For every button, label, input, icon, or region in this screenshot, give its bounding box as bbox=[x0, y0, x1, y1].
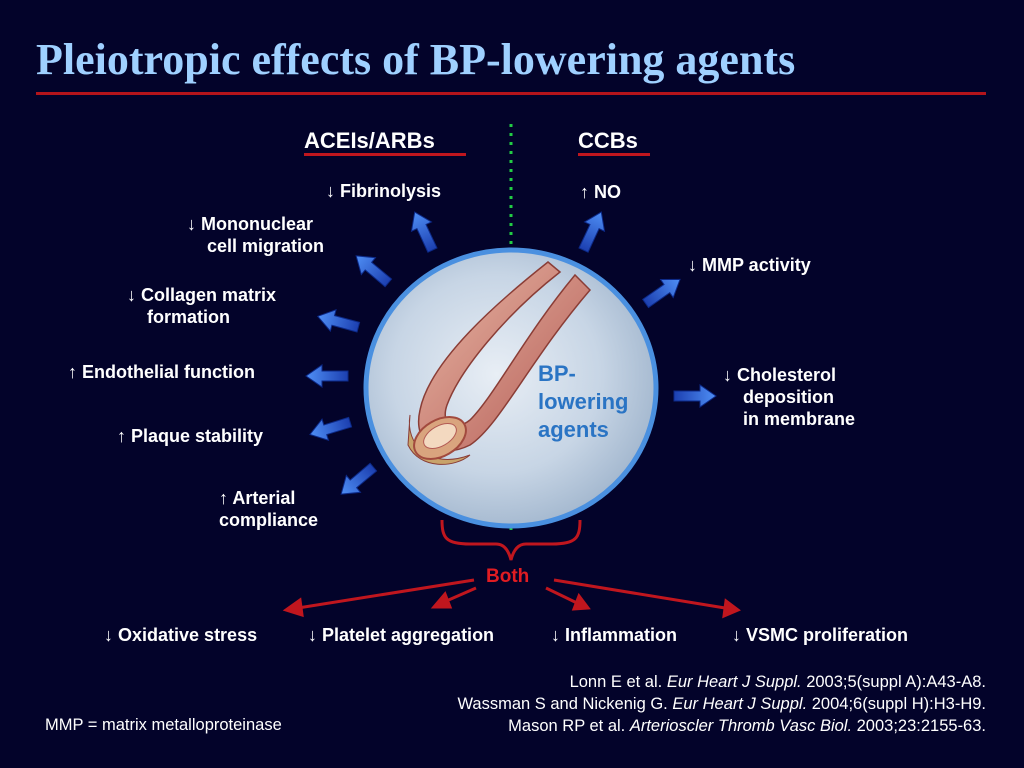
effect-label: formation bbox=[147, 307, 230, 327]
effect-inflammation: ↓ Inflammation bbox=[551, 624, 677, 646]
reference-line: Lonn E et al. Eur Heart J Suppl. 2003;5(… bbox=[457, 671, 986, 693]
both-bracket bbox=[440, 519, 582, 561]
effect-label: Arterial bbox=[232, 488, 296, 508]
effect-label: MMP activity bbox=[702, 255, 811, 275]
references: Lonn E et al. Eur Heart J Suppl. 2003;5(… bbox=[457, 671, 986, 737]
down-arrow-icon: ↓ bbox=[308, 625, 317, 645]
both-label: Both bbox=[486, 566, 530, 587]
reference-authors: Wassman S and Nickenig G. bbox=[457, 695, 673, 713]
effect-label: Inflammation bbox=[565, 625, 678, 645]
effect-label: Oxidative stress bbox=[118, 625, 258, 645]
effect-label: compliance bbox=[219, 510, 319, 530]
effect-mononuclear-migration: ↓ Mononuclear cell migration bbox=[187, 213, 324, 257]
center-label-line: agents bbox=[538, 417, 609, 442]
effect-fibrinolysis: ↓ Fibrinolysis bbox=[326, 180, 441, 202]
vessel-illustration bbox=[363, 247, 659, 529]
effect-endothelial-function: ↑ Endothelial function bbox=[68, 361, 255, 383]
effect-collagen-matrix: ↓ Collagen matrix formation bbox=[127, 284, 276, 328]
down-arrow-icon: ↓ bbox=[732, 625, 741, 645]
arrow-mmp bbox=[638, 269, 687, 313]
effect-mmp-activity: ↓ MMP activity bbox=[688, 254, 811, 276]
effect-label: Endothelial function bbox=[82, 362, 256, 382]
arrow-no bbox=[573, 206, 612, 256]
effect-vsmc-proliferation: ↓ VSMC proliferation bbox=[732, 624, 908, 646]
reference-journal: Eur Heart J Suppl. bbox=[672, 695, 808, 713]
reference-citation: 2004;6(suppl H):H3-H9. bbox=[807, 695, 986, 713]
effect-cholesterol-deposition: ↓ Cholesterol deposition in membrane bbox=[723, 364, 855, 430]
effect-plaque-stability: ↑ Plaque stability bbox=[117, 425, 263, 447]
up-arrow-icon: ↑ bbox=[219, 488, 228, 508]
slide-title: Pleiotropic effects of BP-lowering agent… bbox=[36, 35, 796, 84]
effect-oxidative-stress: ↓ Oxidative stress bbox=[104, 624, 257, 646]
arrow-cholesterol bbox=[673, 384, 717, 408]
down-arrow-icon: ↓ bbox=[688, 255, 697, 275]
arrow-arterial bbox=[333, 458, 381, 504]
effect-label: Collagen matrix bbox=[141, 285, 277, 305]
effect-label: deposition bbox=[743, 387, 834, 407]
reference-authors: Mason RP et al. bbox=[508, 717, 630, 735]
center-label-line: lowering bbox=[538, 389, 629, 414]
effect-label: in membrane bbox=[743, 409, 856, 429]
header-ccb-underline bbox=[578, 153, 650, 156]
effect-label: Mononuclear bbox=[201, 214, 314, 234]
down-arrow-icon: ↓ bbox=[127, 285, 136, 305]
arrow-mononuclear bbox=[348, 246, 396, 292]
down-arrow-icon: ↓ bbox=[723, 365, 732, 385]
reference-authors: Lonn E et al. bbox=[569, 673, 667, 691]
effect-label: NO bbox=[594, 182, 622, 202]
effect-label: cell migration bbox=[207, 236, 325, 256]
arrow-plaque bbox=[306, 411, 354, 446]
effect-label: VSMC proliferation bbox=[746, 625, 909, 645]
title-underline bbox=[36, 92, 986, 95]
down-arrow-icon: ↓ bbox=[551, 625, 560, 645]
down-arrow-icon: ↓ bbox=[326, 181, 335, 201]
down-arrow-icon: ↓ bbox=[187, 214, 196, 234]
effect-label: Fibrinolysis bbox=[340, 181, 442, 201]
effect-label: Plaque stability bbox=[131, 426, 264, 446]
effect-label: Cholesterol bbox=[737, 365, 837, 385]
up-arrow-icon: ↑ bbox=[580, 182, 589, 202]
arrow-collagen bbox=[314, 305, 362, 339]
header-acei-arb: ACEIs/ARBs bbox=[304, 128, 435, 153]
arrow-fibrinolysis bbox=[404, 206, 443, 256]
center-label: BP- lowering agents bbox=[538, 360, 628, 444]
reference-journal: Arterioscler Thromb Vasc Biol. bbox=[629, 717, 853, 735]
center-label-line: BP- bbox=[538, 361, 576, 386]
effect-label: Platelet aggregation bbox=[322, 625, 495, 645]
both-arrows bbox=[282, 578, 741, 619]
up-arrow-icon: ↑ bbox=[68, 362, 77, 382]
footnote-mmp: MMP = matrix metalloproteinase bbox=[45, 716, 282, 734]
header-ccb: CCBs bbox=[578, 128, 638, 153]
effect-arterial-compliance: ↑ Arterial compliance bbox=[219, 487, 318, 531]
up-arrow-icon: ↑ bbox=[117, 426, 126, 446]
header-acei-arb-underline bbox=[304, 153, 466, 156]
effect-no: ↑ NO bbox=[580, 181, 621, 203]
down-arrow-icon: ↓ bbox=[104, 625, 113, 645]
reference-line: Mason RP et al. Arterioscler Thromb Vasc… bbox=[457, 715, 986, 737]
reference-journal: Eur Heart J Suppl. bbox=[666, 673, 802, 691]
arrow-endothelial bbox=[305, 364, 349, 388]
effect-platelet-aggregation: ↓ Platelet aggregation bbox=[308, 624, 494, 646]
reference-citation: 2003;5(suppl A):A43-A8. bbox=[801, 673, 986, 691]
reference-citation: 2003;23:2155-63. bbox=[852, 717, 986, 735]
reference-line: Wassman S and Nickenig G. Eur Heart J Su… bbox=[457, 693, 986, 715]
